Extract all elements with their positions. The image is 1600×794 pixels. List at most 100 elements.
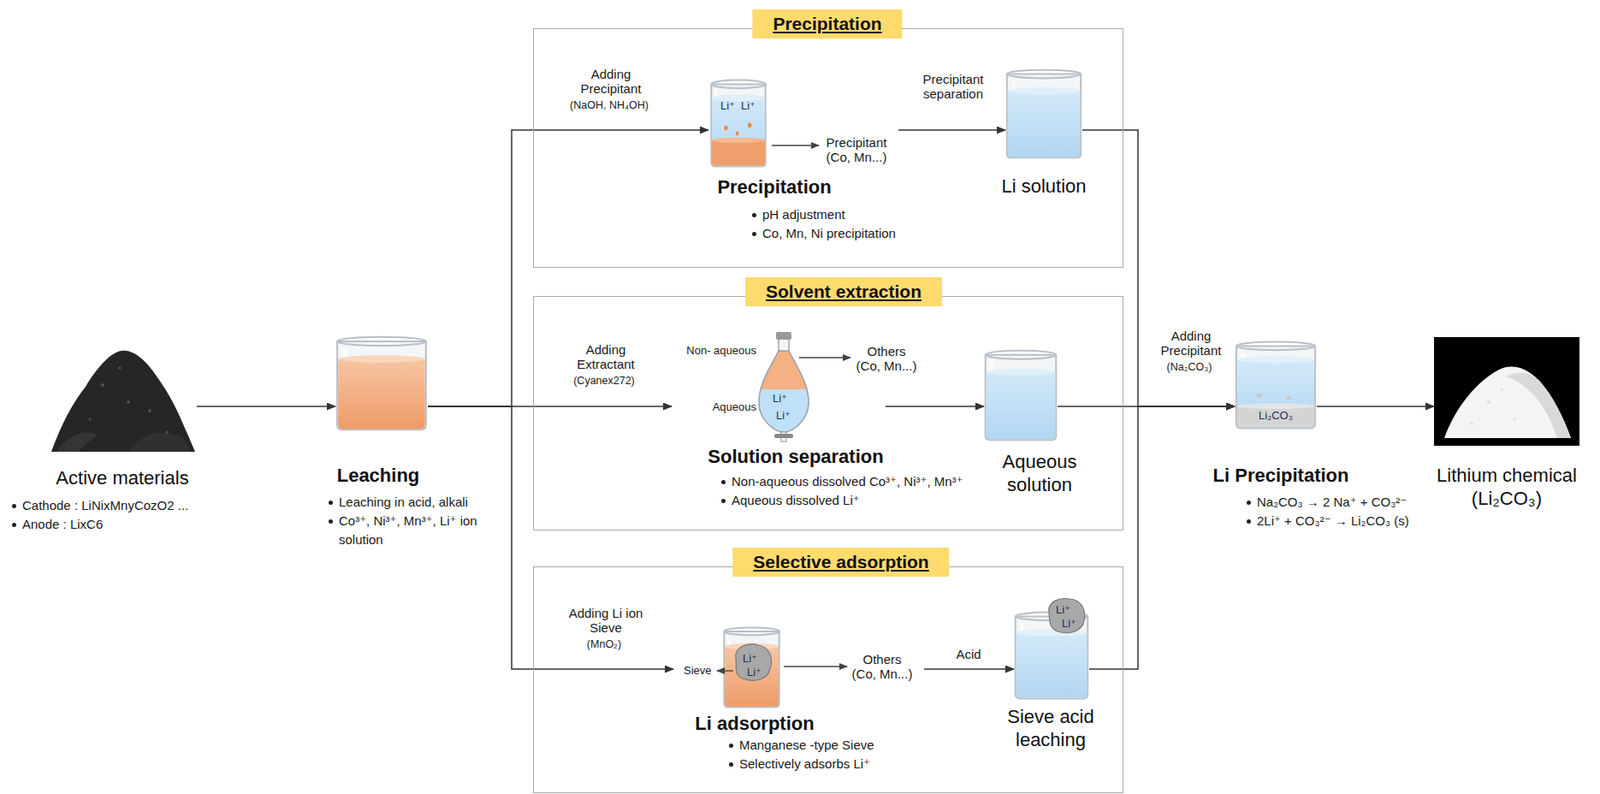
output-arrow	[783, 665, 848, 667]
node-title: Active materials	[55, 466, 189, 490]
bullet-text: Aqueous dissolved Li⁺	[719, 491, 994, 510]
edge-label: Acid	[954, 646, 983, 662]
black-powder	[118, 366, 121, 369]
phase-label: Sieve	[683, 663, 712, 678]
flow-arrow	[1082, 130, 1235, 407]
bullet-text: Na₂CO₃ → 2 Na⁺ + CO₃²⁻	[1244, 492, 1468, 512]
panel-heading: Solvent extraction	[745, 277, 943, 307]
white-powder	[1444, 366, 1571, 439]
white-powder	[1434, 337, 1580, 446]
node-title: Li Precipitation	[1213, 463, 1350, 487]
solution-beaker-art	[1007, 70, 1081, 79]
li-precipitation-beaker-art	[1237, 355, 1315, 427]
bullet-text: Cathode : LiNixMnyCozO2 ...	[10, 496, 233, 516]
li-precipitation-beaker-art	[1236, 345, 1316, 428]
edge-label: Adding Precipitant	[1149, 328, 1234, 358]
ion-label: Li⁺	[720, 99, 735, 113]
node-title: Leaching	[337, 463, 421, 487]
phase-label: Non- aqueous	[675, 343, 757, 358]
separatory-funnel-art	[752, 346, 813, 390]
annotation: Others (Co, Mn...)	[850, 651, 915, 682]
bullet-list: Na₂CO₃ → 2 Na⁺ + CO₃²⁻2Li⁺ + CO₃²⁻ → Li₂…	[1244, 492, 1468, 531]
output-arrow	[799, 356, 851, 358]
flow-arrow	[427, 406, 674, 670]
node-title: Li adsorption	[694, 711, 814, 735]
ion-label: Li⁺	[746, 665, 762, 679]
output-arrow	[771, 144, 819, 146]
annotation: (Na₂CO₃)	[1167, 361, 1213, 374]
annotation: Others (Co, Mn...)	[854, 343, 919, 374]
annotation: (Cyanex272)	[573, 374, 635, 388]
flow-arrow	[427, 130, 709, 407]
bullet-text: Co, Mn, Ni precipitation	[750, 224, 922, 243]
bullet-text: Selectively adsorbs Li⁺	[727, 754, 942, 774]
ion-label: Li⁺	[1055, 603, 1071, 617]
leaching-beaker-art	[337, 355, 426, 429]
node-title: Solution separation	[707, 444, 883, 469]
white-powder	[1499, 387, 1503, 391]
solution-beaker: Aqueous solution	[983, 349, 1058, 442]
ion-label: Li⁺	[740, 99, 756, 113]
black-powder	[165, 430, 168, 433]
white-powder	[1434, 337, 1580, 446]
flow-arrow	[196, 405, 336, 408]
separatory-funnel-art	[758, 350, 809, 433]
separatory-funnel: Non- aqueousAqueousLi⁺Li⁺Solution separa…	[671, 331, 886, 442]
separatory-funnel-art	[776, 331, 792, 340]
bullet-text: Anode : LixC6	[10, 515, 233, 534]
bullet-text: pH adjustment	[750, 205, 922, 225]
black-powder	[148, 408, 152, 413]
separatory-funnel-art	[778, 338, 789, 351]
edge-label: Precipitant separation	[911, 71, 996, 101]
black-powder	[88, 417, 91, 421]
process-panel: Solvent extractionNon- aqueousAqueousLi⁺…	[533, 296, 1124, 531]
precipitation-beaker-art	[711, 80, 765, 89]
leaching-beaker-art	[337, 341, 427, 430]
precipitation-beaker-art	[711, 83, 765, 166]
bullet-list: Cathode : LiNixMnyCozO2 ...Anode : LixC6	[10, 496, 233, 534]
adsorption-beaker-art	[724, 643, 779, 707]
ion-label: Li⁺	[742, 651, 758, 665]
bullet-list: pH adjustmentCo, Mn, Ni precipitation	[750, 205, 922, 243]
annotation: (NaOH, NH₄OH)	[569, 99, 649, 113]
flow-arrow	[885, 405, 984, 408]
annotation: (MnO₂)	[586, 638, 622, 652]
solution-beaker-art	[1007, 87, 1081, 158]
solution-beaker: Li solution	[1005, 68, 1083, 160]
node-title: Aqueous solution	[996, 450, 1083, 497]
ion-label: Li⁺	[776, 408, 791, 422]
solution-beaker-art	[985, 350, 1057, 360]
annotation: Precipitant (Co, Mn...)	[822, 135, 891, 165]
adsorption-beaker-art	[723, 627, 779, 635]
bullet-list: Manganese -type SieveSelectively adsorbs…	[727, 735, 942, 774]
leaching-beaker-art	[337, 337, 427, 431]
ion-label: Li⁺	[1061, 616, 1077, 630]
precipitation-beaker: Li₂CO₃Li PrecipitationNa₂CO₃ → 2 Na⁺ + C…	[1234, 340, 1317, 430]
bullet-text: 2Li⁺ + CO₃²⁻ → Li₂CO₃ (s)	[1244, 511, 1468, 531]
bullet-list: Leaching in acid, alkaliCo³⁺, Ni³⁺, Mn³⁺…	[326, 492, 503, 550]
bullet-text: Leaching in acid, alkali	[326, 492, 503, 512]
precipitation-beaker-art	[711, 80, 765, 167]
separatory-funnel-art	[752, 389, 813, 434]
li-precipitation-beaker-art	[1236, 342, 1316, 429]
solution-beaker-art	[986, 367, 1056, 439]
panel-heading: Selective adsorption	[732, 547, 949, 577]
bullet-list: Non-aqueous dissolved Co³⁺, Ni³⁺, Mn³⁺Aq…	[719, 472, 994, 510]
solution-beaker-art	[1007, 70, 1081, 159]
solution-beaker-art	[985, 355, 1057, 441]
flow-arrow	[1089, 406, 1235, 670]
edge-label: Adding Extractant	[563, 342, 649, 372]
black-powder	[51, 350, 196, 452]
bullet-text: Co³⁺, Ni³⁺, Mn³⁺, Li⁺ ion solution	[326, 511, 503, 550]
bullet-text: Manganese -type Sieve	[727, 735, 942, 755]
flow-arrow	[924, 668, 1014, 670]
node-title: Sieve acid leaching	[1003, 705, 1098, 752]
li-precipitation-beaker-art	[1236, 342, 1316, 351]
white-powder	[1505, 373, 1571, 439]
separatory-funnel-art	[752, 331, 813, 442]
solution-beaker: Li⁺Li⁺Sieve acid leaching	[1013, 598, 1090, 700]
black-powder	[128, 432, 192, 452]
leaching-beaker-art	[337, 337, 427, 346]
ion-label: Li⁺	[772, 391, 788, 405]
